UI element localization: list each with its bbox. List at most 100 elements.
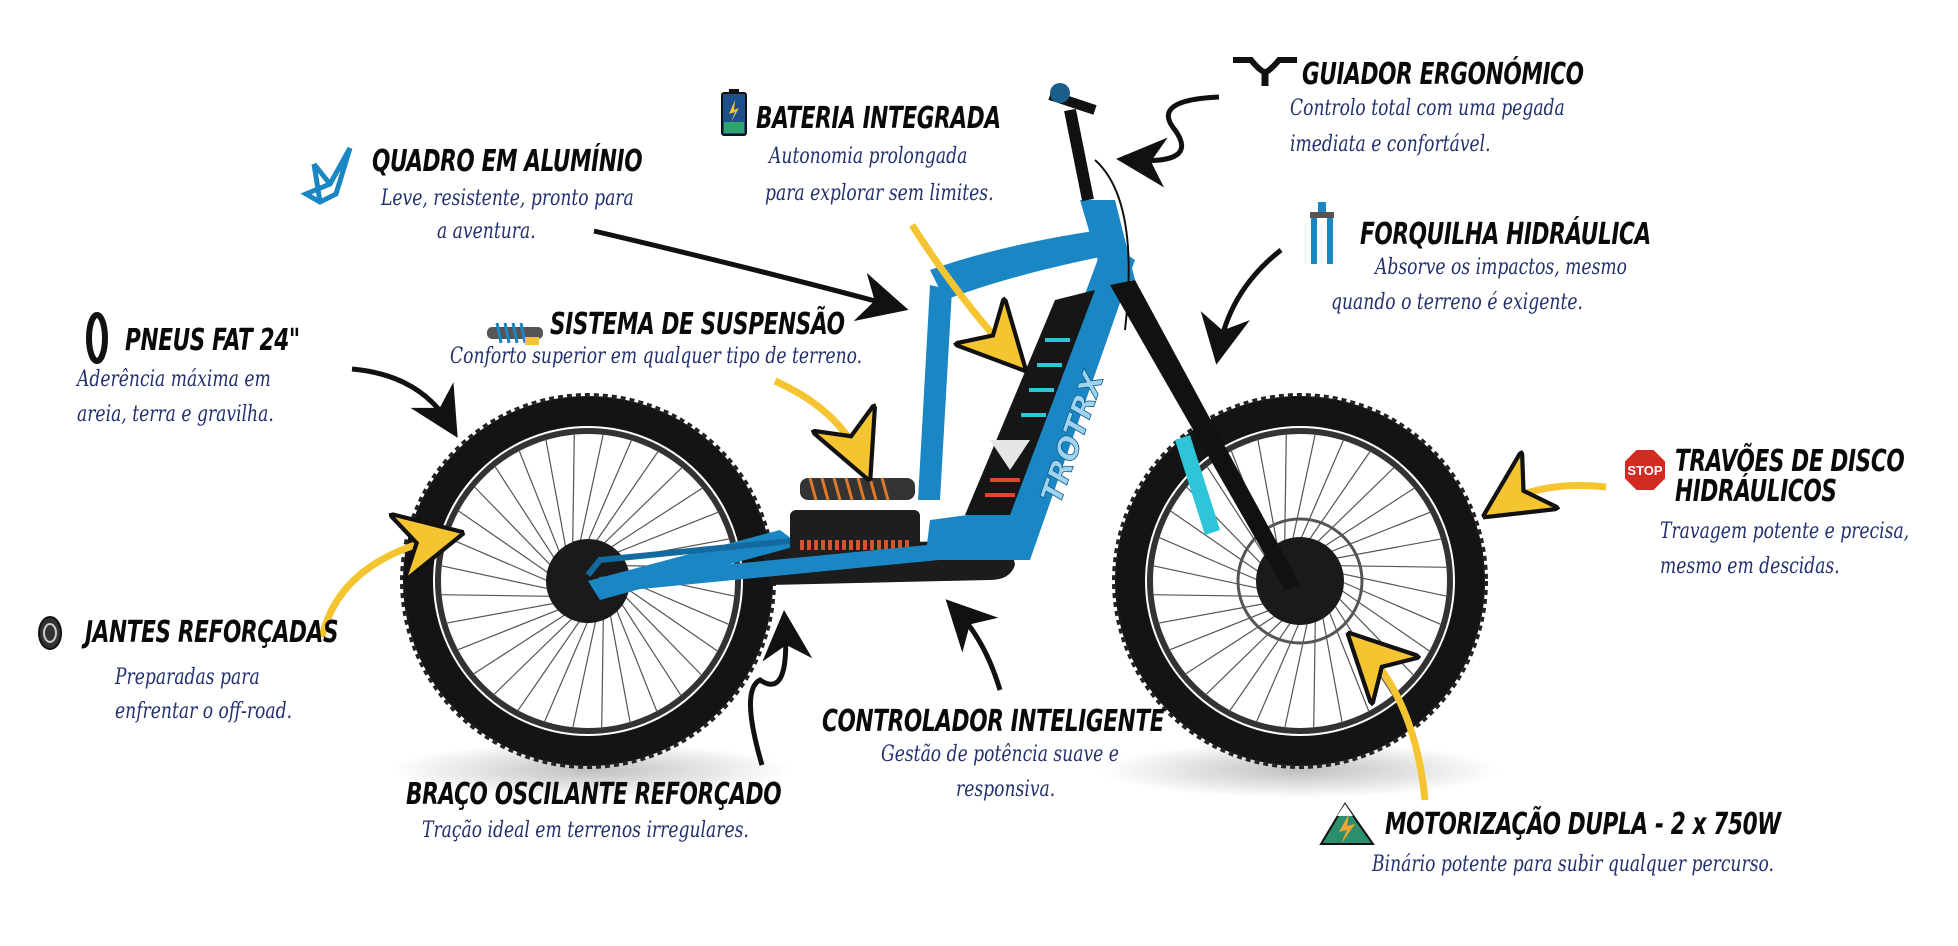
bateria-title: BATERIA INTEGRADA	[756, 101, 1001, 136]
rim-icon	[38, 616, 62, 650]
arrow-pneus	[351, 366, 458, 438]
wheel-spoke	[494, 465, 556, 560]
wheel-spoke	[440, 565, 549, 590]
wheel-spoke	[1158, 602, 1267, 624]
wheel-spoke	[456, 608, 560, 651]
wheel-spoke	[518, 449, 561, 553]
wheel-spoke	[572, 433, 575, 545]
guiador-desc-1: Controlo total com uma pegada	[1290, 96, 1565, 121]
wheel-spoke	[517, 619, 581, 712]
pneus-desc-1: Aderência máxima em	[77, 367, 271, 392]
wheel-spoke	[1255, 620, 1301, 723]
wheel-spoke	[1169, 510, 1262, 574]
wheel-spoke	[472, 613, 567, 675]
suspensao-desc: Conforto superior em qualquer tipo de te…	[450, 344, 863, 369]
stop-sign-text: STOP	[1627, 463, 1662, 478]
guiador-desc-2: imediata e confortável.	[1290, 132, 1491, 157]
wheel-spoke	[1152, 594, 1264, 597]
front-shadow	[1100, 742, 1500, 798]
quadro-title: QUADRO EM ALUMÍNIO	[372, 144, 643, 179]
pneus-title: PNEUS FAT 24"	[125, 323, 300, 358]
wheel-spoke	[446, 536, 549, 582]
wheel-spoke	[1313, 617, 1316, 729]
wheel-spoke	[1152, 565, 1261, 590]
wheel-spoke	[1339, 580, 1442, 626]
guiador-title: GUIADOR ERGONÓMICO	[1302, 57, 1584, 92]
forquilha-desc-2: quando o terreno é exigente.	[1331, 290, 1583, 315]
wheel-spoke	[616, 511, 720, 554]
wheel-spoke	[1206, 465, 1268, 560]
arrow-suspensao	[773, 377, 862, 462]
battery-icon	[721, 89, 747, 136]
travoes-title-2: HIDRÁULICOS	[1675, 474, 1837, 509]
travoes-desc-2: mesmo em descidas.	[1660, 554, 1840, 579]
wheel-spoke	[1307, 450, 1371, 543]
arrow-jantes	[318, 537, 444, 638]
mountain-lightning-icon	[1319, 802, 1375, 845]
forquilha-title: FORQUILHA HIDRÁULICA	[1360, 217, 1651, 252]
stop-sign-icon: STOP	[1623, 448, 1667, 492]
wheel-spoke	[1321, 614, 1343, 723]
bateria-desc-1: Autonomia prolongada	[769, 144, 968, 169]
quadro-desc-2: a aventura.	[437, 219, 536, 244]
wheel-spoke	[1158, 536, 1261, 582]
wheel-spoke	[626, 588, 719, 652]
wheel-spoke	[1168, 608, 1272, 651]
wheel-spoke	[1257, 439, 1279, 548]
jantes-title: JANTES REFORÇADAS	[85, 615, 339, 650]
wheel-spoke	[609, 487, 704, 549]
jantes-desc-1: Preparadas para	[115, 665, 260, 690]
wheel-spoke	[1328, 511, 1432, 554]
wheel-spoke	[1321, 487, 1416, 549]
arrow-controlador	[945, 599, 1003, 691]
tire-icon	[86, 312, 108, 364]
wheel-spoke	[1299, 439, 1345, 542]
arrow-quadro	[593, 228, 909, 322]
shock-absorber-icon	[487, 322, 543, 345]
wheel-spoke	[601, 617, 604, 729]
wheel-spoke	[1336, 565, 1448, 568]
wheel-spoke	[545, 439, 567, 548]
controlador-desc-1: Gestão de potência suave e	[881, 742, 1119, 767]
arrow-forquilha	[1200, 248, 1283, 365]
controlador-desc-2: responsiva.	[956, 777, 1056, 802]
wheel-spoke	[1284, 433, 1287, 545]
forquilha-desc-1: Absorve os impactos, mesmo	[1375, 255, 1627, 280]
wheel-spoke	[446, 602, 555, 624]
wheel-spoke	[572, 620, 597, 729]
wheel-spoke	[624, 595, 703, 676]
wheel-spoke	[1338, 588, 1431, 652]
jantes-desc-2: enfrentar o off-road.	[115, 699, 293, 724]
wheel-spoke	[1339, 572, 1448, 597]
suspensao-title: SISTEMA DE SUSPENSÃO	[550, 307, 845, 342]
wheel-spoke	[587, 439, 633, 542]
wheel-spoke	[579, 433, 604, 542]
wheel-spoke	[615, 609, 658, 713]
wheel-spoke	[1314, 466, 1395, 545]
arrow-bateria	[909, 223, 1012, 356]
wheel-spoke	[595, 450, 659, 543]
wheel-spoke	[457, 510, 550, 574]
handlebar-icon	[1233, 57, 1297, 86]
travoes-desc-1: Travagem potente e precisa,	[1660, 519, 1910, 544]
front-wheel	[1112, 393, 1488, 769]
wheel-spoke	[620, 602, 682, 697]
wheel-spoke	[1327, 609, 1370, 713]
braco-desc: Tração ideal em terrenos irregulares.	[422, 818, 749, 843]
motorizacao-desc: Binário potente para subir qualquer perc…	[1372, 852, 1774, 877]
arrow-travoes	[1500, 486, 1607, 506]
bateria-desc-2: para explorar sem limites.	[765, 181, 994, 206]
braco-title: BRAÇO OSCILANTE REFORÇADO	[406, 777, 782, 812]
wheel-spoke	[1333, 538, 1442, 560]
wheel-spoke	[473, 486, 552, 567]
motorizacao-title: MOTORIZAÇÃO DUPLA - 2 x 750W	[1385, 807, 1781, 842]
wheel-spoke	[1284, 620, 1309, 729]
wheel-spoke	[1291, 433, 1316, 542]
wheel-spoke	[602, 466, 683, 545]
arrow-guiador	[1116, 94, 1220, 188]
wheel-spoke	[493, 617, 574, 696]
wheel-spoke	[1205, 617, 1286, 696]
quadro-desc-1: Leve, resistente, pronto para	[381, 186, 634, 211]
wheel-spoke	[543, 620, 589, 723]
